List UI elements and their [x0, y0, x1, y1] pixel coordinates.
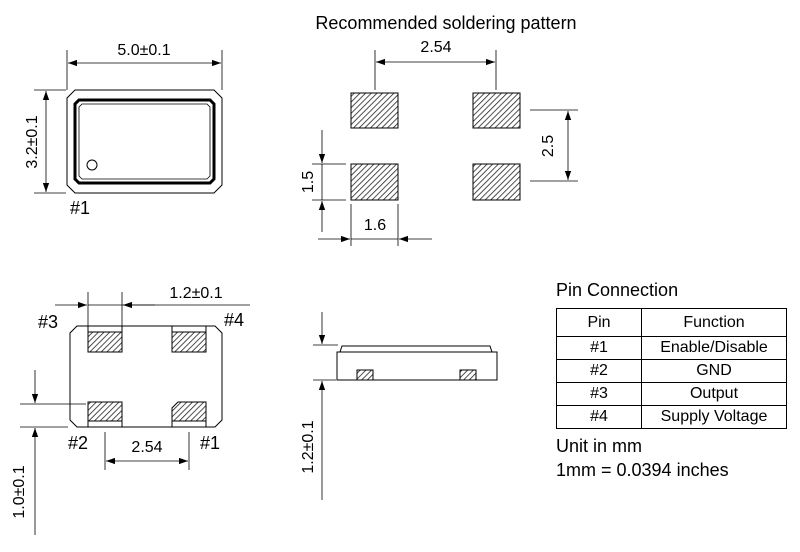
pin-cell: #3 [556, 382, 642, 406]
soldering-pattern: Recommended soldering pattern 2.54 2.5 1… [300, 13, 578, 246]
bottom-pin2-label: #2 [68, 433, 88, 453]
solder-pad-bottom-left [350, 163, 399, 201]
pin-column-header: Pin [556, 308, 642, 337]
bottom-pin4-label: #4 [224, 310, 244, 330]
pin-cell: #1 [556, 336, 642, 360]
bottom-package-outline [69, 325, 223, 428]
bottom-pad-4 [171, 331, 207, 353]
table-row: #3 Output [556, 382, 787, 406]
bottom-pin1-label: #1 [200, 433, 220, 453]
function-cell: Supply Voltage [641, 405, 787, 429]
function-column-header: Function [641, 308, 787, 337]
bottom-pad-2 [87, 401, 123, 422]
solder-pad-bottom-right [472, 163, 521, 201]
bottom-pad-height-label: 1.0±0.1 [11, 465, 28, 518]
function-cell: Enable/Disable [641, 336, 787, 360]
side-lid [339, 345, 493, 353]
side-pad-left [356, 369, 374, 381]
bottom-view: 1.2±0.1 #3 #4 #2 #1 2.54 1.0±0.1 [11, 285, 250, 535]
pattern-pitch-y-label: 2.5 [540, 135, 557, 157]
top-lid-outline [73, 98, 216, 185]
pin-cell: #4 [556, 405, 642, 429]
top-view: 5.0±0.1 3.2±0.1 #1 [24, 42, 223, 218]
table-row: #2 GND [556, 359, 787, 383]
table-row: #4 Supply Voltage [556, 405, 787, 429]
pattern-pad-width-label: 1.6 [364, 217, 386, 234]
function-cell: GND [641, 359, 787, 383]
side-package-body [336, 351, 498, 381]
bottom-pin3-label: #3 [38, 312, 58, 332]
pin-table-header-row: Pin Function [556, 308, 787, 337]
side-height-label: 1.2±0.1 [300, 420, 317, 473]
function-cell: Output [641, 382, 787, 406]
side-view: 1.2±0.1 [300, 312, 498, 500]
bottom-pad-width-label: 1.2±0.1 [169, 285, 222, 302]
bottom-pad-3 [87, 331, 123, 353]
pin-connection-table: Pin Function #1 Enable/Disable #2 GND #3… [556, 308, 787, 429]
bottom-pad-1 [171, 401, 207, 422]
top-width-label: 5.0±0.1 [117, 42, 170, 59]
pattern-pad-height-label: 1.5 [300, 171, 317, 193]
solder-pad-top-left [350, 92, 399, 129]
unit-note: Unit in mm [556, 436, 643, 456]
top-pin1-label: #1 [70, 198, 90, 218]
solder-pad-top-right [472, 92, 521, 129]
soldering-pattern-title: Recommended soldering pattern [315, 13, 576, 33]
side-pad-right [459, 369, 477, 381]
pin1-marker [86, 159, 98, 171]
pattern-pitch-x-label: 2.54 [420, 39, 451, 56]
pin-connection-title: Pin Connection [556, 280, 678, 300]
table-row: #1 Enable/Disable [556, 336, 787, 360]
top-package-outline [66, 89, 223, 194]
conversion-note: 1mm = 0.0394 inches [556, 460, 729, 480]
bottom-pitch-label: 2.54 [131, 439, 162, 456]
top-height-label: 3.2±0.1 [24, 115, 41, 168]
pin-cell: #2 [556, 359, 642, 383]
